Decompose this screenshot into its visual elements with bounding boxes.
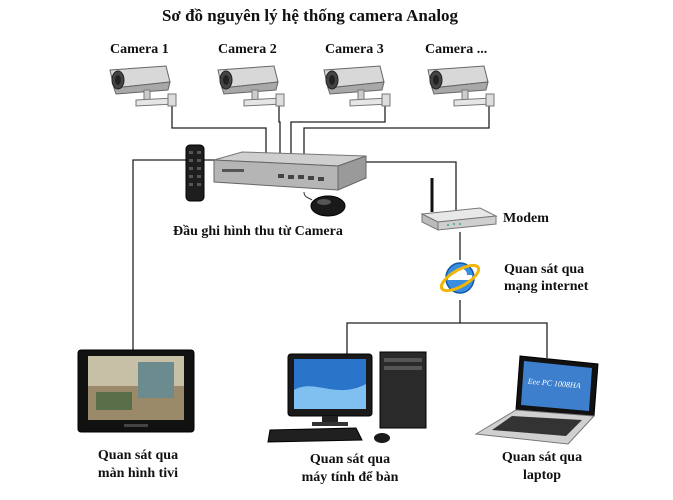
diagram-title: Sơ đồ nguyên lý hệ thống camera Analog bbox=[161, 6, 459, 25]
laptop-label-line1: Quan sát qua bbox=[501, 450, 583, 465]
dvr-recorder-icon bbox=[213, 151, 367, 191]
desktop-label-line1: Quan sát qua bbox=[309, 452, 391, 467]
desktop-computer-icon bbox=[267, 351, 427, 443]
desktop-label-line2: máy tính để bàn bbox=[301, 470, 399, 485]
camera-2-icon bbox=[217, 65, 285, 107]
tv-monitor-icon bbox=[77, 349, 195, 433]
camera-more-label: Camera ... bbox=[425, 42, 488, 57]
camera-2-label: Camera 2 bbox=[218, 42, 277, 57]
camera-more-icon bbox=[427, 65, 495, 107]
dvr-label: Đầu ghi hình thu từ Camera bbox=[173, 224, 343, 239]
mouse-icon bbox=[303, 191, 346, 217]
modem-label: Modem bbox=[503, 211, 549, 226]
router-icon bbox=[420, 178, 498, 231]
tv-label-line1: Quan sát qua bbox=[97, 448, 179, 463]
internet-label-line1: Quan sát qua bbox=[504, 262, 585, 277]
camera-1-label: Camera 1 bbox=[110, 42, 169, 57]
internet-explorer-icon bbox=[439, 262, 481, 294]
camera-1-icon bbox=[109, 65, 177, 107]
laptop-icon: Eee PC 1008HA bbox=[474, 355, 599, 445]
remote-control-icon bbox=[185, 144, 205, 202]
internet-label-line2: mạng internet bbox=[504, 279, 589, 294]
camera-3-label: Camera 3 bbox=[325, 42, 384, 57]
laptop-label-line2: laptop bbox=[522, 468, 562, 483]
camera-3-icon bbox=[323, 65, 391, 107]
tv-label-line2: màn hình tivi bbox=[97, 466, 179, 481]
